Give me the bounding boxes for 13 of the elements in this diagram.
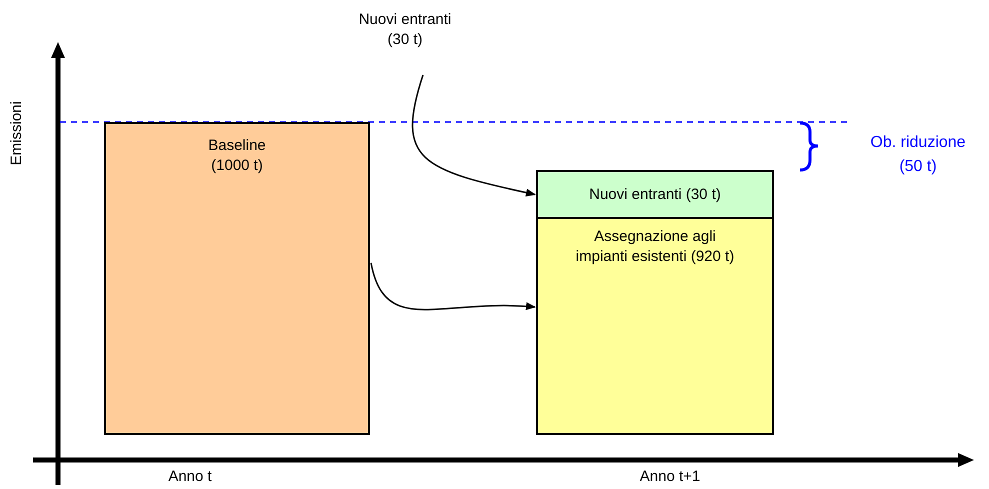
- arrow: [370, 262, 536, 310]
- baseline-bar: [104, 122, 370, 435]
- bar-label: Baseline (1000 t): [207, 136, 267, 176]
- new-entrants-bar: [536, 170, 774, 219]
- axis-label: Anno t+1: [638, 467, 702, 487]
- bar-label: Assegnazione agli impianti esistenti (920 t): [574, 227, 736, 267]
- allocation-bar: [536, 217, 774, 435]
- arrow: [412, 74, 536, 196]
- bar-label: Nuovi entranti (30 t): [589, 184, 721, 204]
- bar-label: Nuovi entranti (30 t): [358, 10, 452, 50]
- reduction-label: Ob. riduzione (50 t): [869, 133, 967, 177]
- axis-label: Anno t: [167, 467, 213, 487]
- axis-label: Emissioni: [6, 100, 26, 168]
